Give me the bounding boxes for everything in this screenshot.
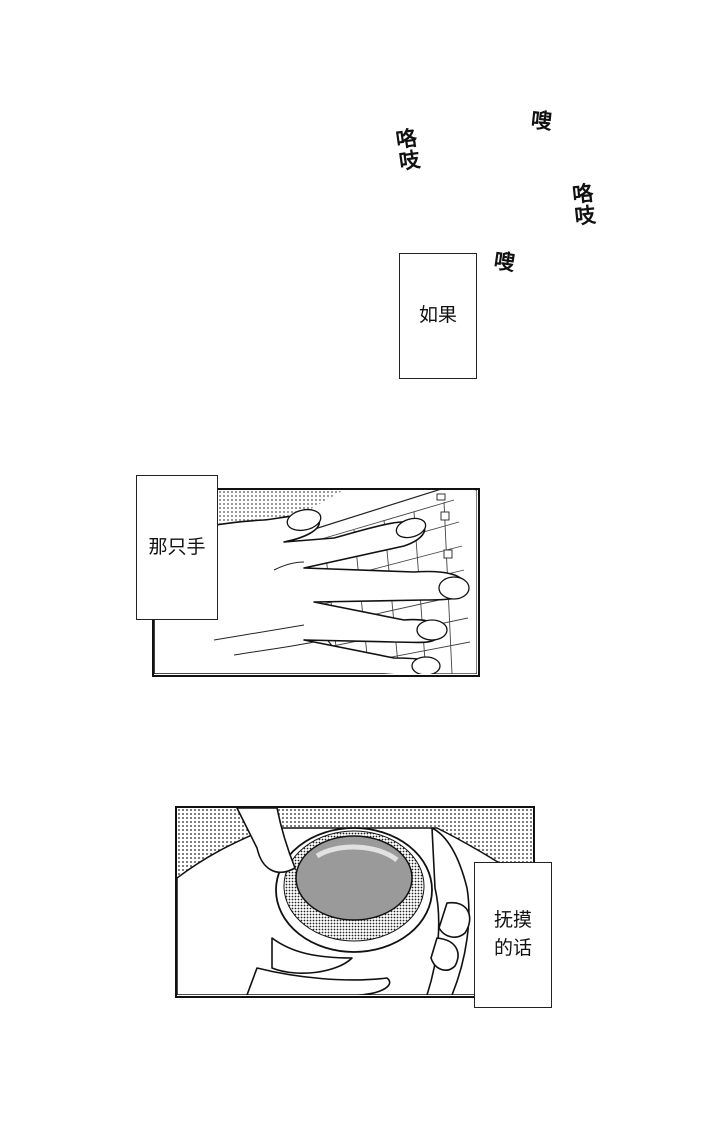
sfx-sou-bottom: 嗖 <box>492 248 517 276</box>
sfx-sou-top: 嗖 <box>529 107 554 135</box>
caption-na-zhi-shou: 那只手 <box>136 475 218 620</box>
caption-ruguo: 如果 <box>399 253 477 379</box>
caption-na-zhi-shou-text: 那只手 <box>148 535 206 558</box>
panel-hands-holding-cup <box>175 806 535 998</box>
caption-fumo-de-hua-text: 抚摸的话 <box>493 909 532 959</box>
sfx-ge-zhi-right: 咯吱 <box>571 181 597 230</box>
caption-fumo-de-hua: 抚摸的话 <box>474 862 552 1008</box>
hands-holding-cup-illustration <box>177 808 532 995</box>
caption-ruguo-text: 如果 <box>418 304 457 327</box>
sfx-ge-zhi-left: 咯吱 <box>394 125 422 175</box>
